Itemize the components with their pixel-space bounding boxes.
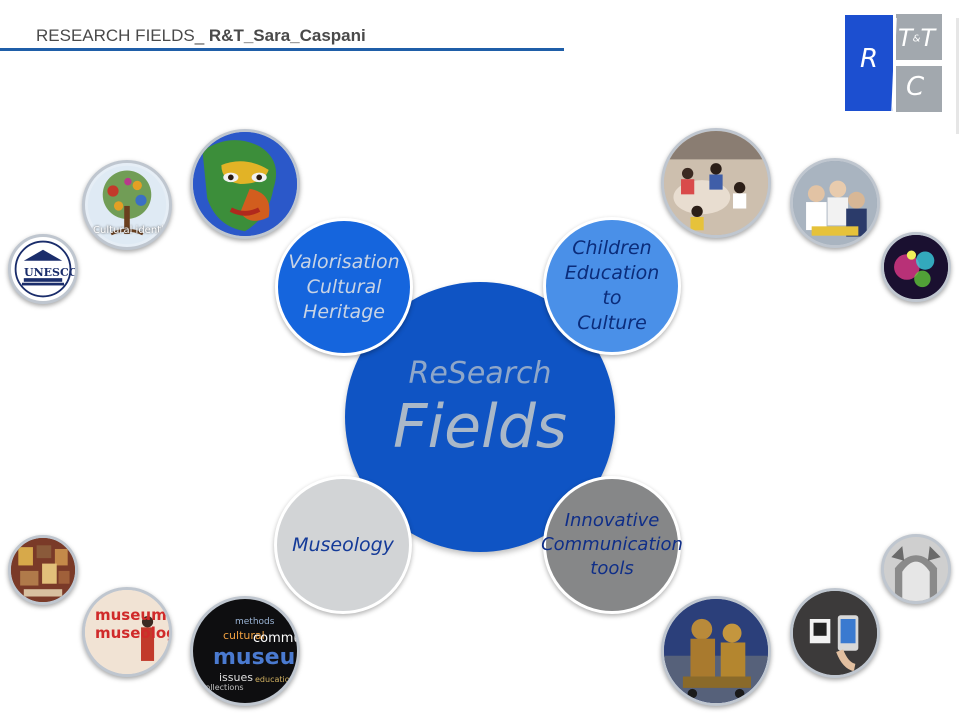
children-group-image — [793, 161, 877, 245]
tree-icon — [87, 165, 167, 245]
topic-innovative-communication: Innovative Communication tools — [541, 476, 683, 614]
logo-diagonal-line — [891, 17, 897, 112]
cultural-identity-tree-photo: Cultural identit — [82, 160, 172, 250]
logo-letters-tt: T&T — [898, 24, 935, 52]
header-divider — [0, 48, 564, 51]
wordcloud-museum: museum — [213, 645, 297, 670]
logo-ampersand: & — [912, 33, 921, 45]
museum-sign-image — [85, 590, 169, 674]
children-workshop-photo — [661, 128, 771, 238]
gallery-paintings-image — [11, 538, 75, 602]
architecture-arch-image — [884, 537, 948, 601]
center-fields-label: Fields — [392, 392, 568, 462]
museum-sign-text-2: museology — [95, 624, 169, 642]
topic-valorisation-cultural-heritage: Valorisation Cultural Heritage — [275, 218, 413, 356]
page-title-author: R&T_Sara_Caspani — [208, 26, 366, 45]
children-group-photo — [790, 158, 880, 248]
logo-letter-t2: T — [920, 24, 936, 52]
museum-sign-text-1: museum — [95, 606, 167, 624]
statues-projection-photo — [661, 596, 771, 706]
painted-face-photo — [190, 129, 300, 239]
colorful-light-photo — [881, 232, 951, 302]
wordcloud-methods: methods — [235, 617, 275, 627]
light-installation-image — [884, 235, 948, 299]
logo-grey-block-bottom — [896, 66, 942, 112]
page-title: RESEARCH FIELDS_ R&T_Sara_Caspani — [36, 26, 366, 46]
center-research-label: ReSearch — [408, 356, 552, 391]
wordcloud-cultural: cultural — [223, 629, 265, 642]
logo-grey-block-top — [896, 14, 942, 60]
wordcloud-education: education — [255, 675, 295, 684]
children-on-floor-image — [664, 131, 768, 235]
unesco-logo-photo: UNESCO — [8, 234, 78, 304]
painted-face-image — [193, 132, 297, 236]
rtc-logo: R T&T C — [844, 14, 944, 112]
museum-wordcloud-photo: methods cultural commun museum issues co… — [190, 596, 300, 706]
museum-museology-photo: museum museology — [82, 587, 172, 677]
painting-gallery-photo — [8, 535, 78, 605]
wordcloud-issues: issues — [219, 671, 253, 684]
topic-museology: Museology — [274, 476, 412, 614]
wordcloud-collections: collections — [201, 683, 244, 692]
cultural-identity-label: Cultural identit — [93, 225, 168, 236]
logo-shadow — [956, 18, 959, 134]
logo-letter-c: C — [906, 72, 925, 102]
smartphone-qr-photo — [790, 588, 880, 678]
phone-qr-image — [793, 591, 877, 675]
unesco-label: UNESCO — [24, 266, 78, 279]
logo-letter-r: R — [860, 44, 879, 74]
unesco-temple-icon — [14, 240, 72, 298]
golden-statues-image — [664, 599, 768, 703]
logo-letter-t1: T — [898, 24, 913, 52]
gothic-arch-photo — [881, 534, 951, 604]
logo-blue-block — [844, 14, 894, 112]
page-title-prefix: RESEARCH FIELDS_ — [36, 26, 209, 45]
topic-children-education: Children Education to Culture — [543, 217, 681, 355]
wordcloud-community: commun — [253, 631, 297, 646]
